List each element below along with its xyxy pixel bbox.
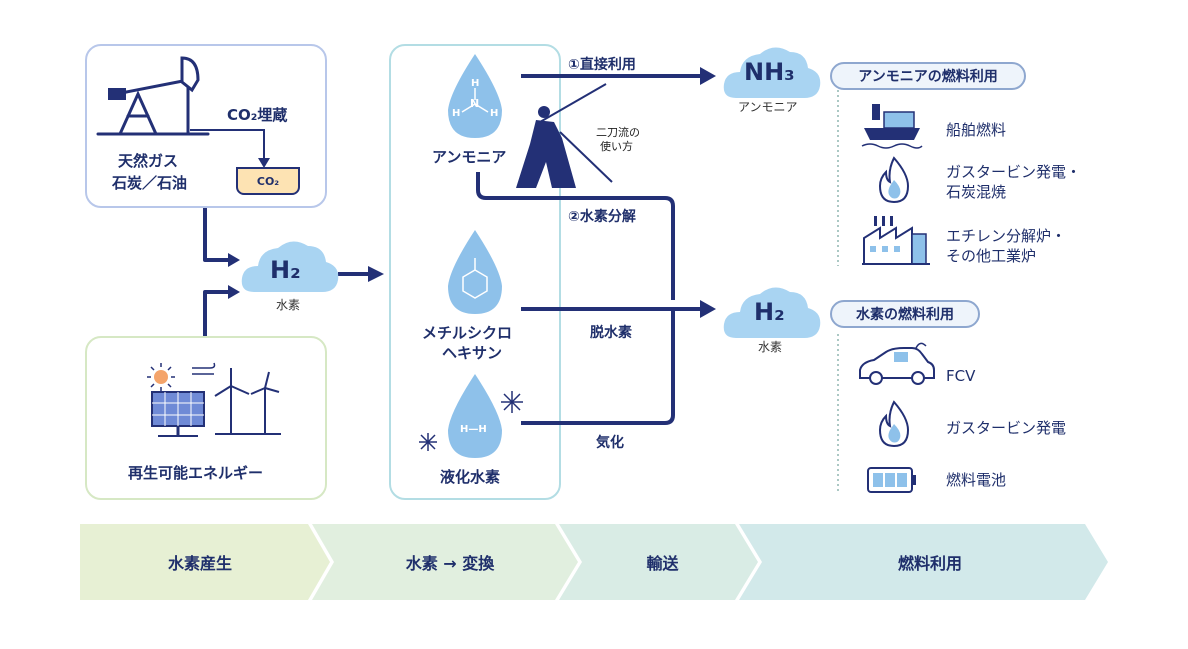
nh3-label: アンモニア bbox=[738, 100, 798, 114]
stage-arrow-conversion bbox=[312, 524, 578, 600]
car-icon bbox=[859, 342, 935, 385]
ammonia-usage-label: その他工業炉 bbox=[946, 247, 1037, 265]
stage-label-usage: 燃料利用 bbox=[897, 554, 962, 573]
mch-label-1: メチルシクロ bbox=[422, 324, 513, 342]
usage-dividers bbox=[837, 90, 839, 492]
hydrogen-usage-label: FCV bbox=[946, 367, 976, 385]
stage-arrow-transport bbox=[559, 524, 758, 600]
hydrogen-usage-title: 水素の燃料利用 bbox=[830, 300, 980, 328]
ammonia-usage-title: アンモニアの燃料利用 bbox=[830, 62, 1026, 90]
h2-source-label: 水素 bbox=[276, 298, 301, 312]
samurai-caption-2: 使い方 bbox=[600, 140, 633, 153]
snowflake-icon bbox=[419, 433, 437, 451]
fossil-fuel-box bbox=[85, 44, 327, 208]
samurai-icon bbox=[516, 83, 613, 188]
ammonia-label: アンモニア bbox=[432, 148, 507, 166]
liquid-h2-label: 液化水素 bbox=[440, 468, 501, 486]
solar-panel-icon bbox=[151, 391, 205, 437]
samurai-caption-1: 二刀流の bbox=[596, 126, 640, 139]
ammonia-usage-label: エチレン分解炉・ bbox=[946, 227, 1067, 245]
route-direct-use: ①直接利用 bbox=[568, 57, 636, 73]
stage-label-conversion: 水素 → 変換 bbox=[405, 554, 495, 573]
ammonia-formula-h-left: H bbox=[452, 108, 461, 119]
wind-icon bbox=[192, 362, 216, 375]
arrow-head-h2-bottom bbox=[228, 285, 240, 299]
ammonia-formula-n: N bbox=[470, 97, 480, 110]
arrow-head-h2-dest bbox=[700, 300, 716, 318]
arrow-head-nh3 bbox=[700, 67, 716, 85]
arrow-head-co2 bbox=[258, 158, 270, 168]
h2-source-symbol: H₂ bbox=[270, 256, 301, 284]
ship-icon bbox=[861, 104, 923, 149]
renewable-label: 再生可能エネルギー bbox=[128, 464, 264, 482]
hydrogen-usage-label: ガスタービン発電 bbox=[946, 419, 1067, 437]
ammonia-formula-h-top: H bbox=[471, 78, 480, 89]
ammonia-usage-label: 石炭混焼 bbox=[946, 183, 1007, 201]
arrow-head-h2-top bbox=[228, 253, 240, 267]
hydrogen-usage-label: 燃料電池 bbox=[946, 471, 1007, 489]
h2-dest-cloud-icon bbox=[723, 287, 821, 338]
ammonia-usage-label: ガスタービン発電・ bbox=[946, 163, 1082, 181]
wind-turbine-icon bbox=[214, 368, 281, 435]
oil-pump-icon bbox=[96, 56, 210, 136]
route-dehydrogenation: 脱水素 bbox=[590, 325, 632, 341]
route-vaporization: 気化 bbox=[596, 435, 624, 451]
mch-label-2: ヘキサン bbox=[442, 344, 503, 362]
stage-arrow-production bbox=[80, 524, 330, 600]
liquid-h2-drop-icon bbox=[448, 374, 502, 458]
sun-icon bbox=[147, 363, 175, 391]
fossil-label-1: 天然ガス bbox=[118, 152, 179, 170]
co2-storage-label: CO₂埋蔵 bbox=[227, 106, 288, 124]
battery-icon bbox=[867, 467, 916, 493]
h2-dest-label: 水素 bbox=[758, 340, 783, 354]
factory-icon bbox=[862, 216, 930, 265]
fossil-label-2: 石炭／石油 bbox=[112, 174, 188, 192]
renewable-energy-box bbox=[85, 336, 327, 500]
carrier-conversion-box bbox=[389, 44, 561, 500]
route-decomposition: ②水素分解 bbox=[568, 209, 636, 225]
ammonia-formula-h-right: H bbox=[490, 108, 499, 119]
arrow-head-to-conversion bbox=[368, 266, 384, 282]
stage-arrow-usage bbox=[739, 524, 1108, 600]
snowflake-icon bbox=[501, 391, 523, 413]
nh3-symbol: NH₃ bbox=[744, 58, 795, 86]
liquid-h2-formula: H—H bbox=[460, 424, 487, 435]
flame-icon bbox=[878, 156, 910, 204]
ammonia-drop-icon bbox=[448, 54, 502, 138]
stage-label-production: 水素産生 bbox=[167, 554, 232, 573]
ammonia-usage-label: 船舶燃料 bbox=[946, 121, 1007, 139]
co2-tank-label: CO₂ bbox=[256, 174, 280, 188]
h2-dest-symbol: H₂ bbox=[754, 298, 785, 326]
co2-storage-tank: CO₂ bbox=[236, 167, 300, 195]
mch-drop-icon bbox=[448, 230, 502, 314]
stage-label-transport: 輸送 bbox=[646, 554, 679, 573]
h2-cloud-icon bbox=[241, 241, 339, 292]
flame-icon bbox=[878, 400, 910, 448]
nh3-cloud-icon bbox=[723, 47, 821, 98]
